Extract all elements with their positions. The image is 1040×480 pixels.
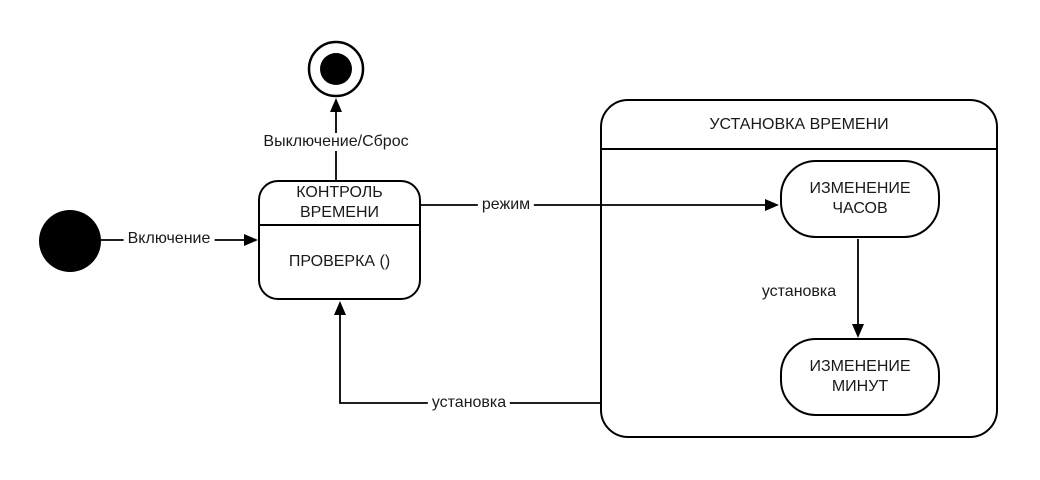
state-izmenenie-chasov: ИЗМЕНЕНИЕ ЧАСОВ	[780, 160, 940, 238]
composite-state-title-bar: УСТАНОВКА ВРЕМЕНИ	[602, 101, 996, 150]
state-kontrol-vremeni: КОНТРОЛЬ ВРЕМЕНИ ПРОВЕРКА ()	[258, 180, 421, 300]
arrowhead-up-icon	[330, 98, 342, 112]
state-kontrol-title-line1: КОНТРОЛЬ	[296, 184, 383, 201]
transition-label-vklyuchenie: Включение	[123, 230, 215, 248]
state-hours-line2: ЧАСОВ	[832, 200, 888, 217]
state-kontrol-title-line2: ВРЕМЕНИ	[299, 204, 380, 221]
transition-label-vyklyuchenie-sbros: Выключение/Сброс	[259, 133, 413, 151]
transition-set-return	[334, 301, 600, 404]
state-kontrol-title: КОНТРОЛЬ ВРЕМЕНИ	[260, 182, 419, 226]
state-kontrol-action: ПРОВЕРКА ()	[288, 253, 391, 270]
state-minutes-line1: ИЗМЕНЕНИЕ	[809, 358, 911, 375]
initial-state-node	[39, 210, 101, 272]
arrowhead-right-icon	[244, 234, 258, 246]
transition-label-ustanovka-return: установка	[427, 394, 511, 412]
transition-label-ustanovka-inner: установка	[757, 283, 841, 301]
final-state-node	[307, 40, 365, 98]
state-hours-line1: ИЗМЕНЕНИЕ	[809, 180, 911, 197]
state-minutes-line2: МИНУТ	[831, 378, 889, 395]
arrowhead-up-icon	[334, 301, 346, 315]
composite-state-title: УСТАНОВКА ВРЕМЕНИ	[709, 115, 889, 133]
state-izmenenie-minut: ИЗМЕНЕНИЕ МИНУТ	[780, 338, 940, 416]
transition-label-rezhim: режим	[477, 196, 535, 214]
